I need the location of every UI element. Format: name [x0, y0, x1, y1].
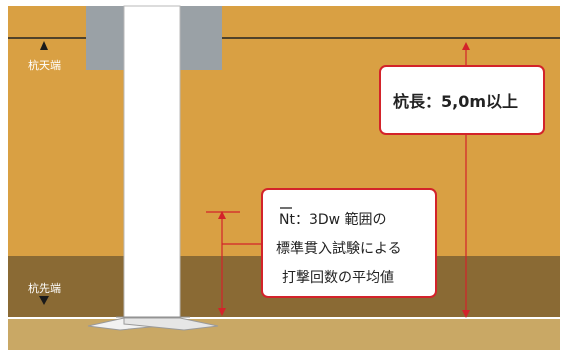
length-callout-box — [379, 65, 545, 135]
n-callout-box — [261, 188, 437, 298]
pile-top-marker-icon — [40, 41, 48, 50]
length-arrow-bottom-icon — [462, 310, 470, 318]
range-arrow-bottom-icon — [218, 308, 226, 316]
pile-tip-blade-right — [123, 317, 219, 331]
pile-tip-marker-icon — [39, 296, 49, 305]
length-arrow-top-icon — [462, 42, 470, 50]
soil-bottom-layer — [8, 318, 560, 350]
n-symbol: Nt — [279, 212, 295, 228]
n-callout-line1: Nt：3Dw 範囲の — [279, 211, 387, 228]
n-line1-rest: ：3Dw 範囲の — [295, 211, 387, 228]
range-arrow-top-icon — [218, 211, 226, 219]
n-callout-line3: 打撃回数の平均値 — [282, 269, 394, 286]
pile-tip-label: 杭先端 — [28, 281, 61, 295]
n-callout-line2: 標準貫入試験による — [276, 241, 402, 257]
length-callout-text: 杭長：5,0m以上 — [393, 92, 518, 111]
pile-top-label: 杭天端 — [28, 58, 61, 72]
pile-shaft — [123, 5, 181, 325]
